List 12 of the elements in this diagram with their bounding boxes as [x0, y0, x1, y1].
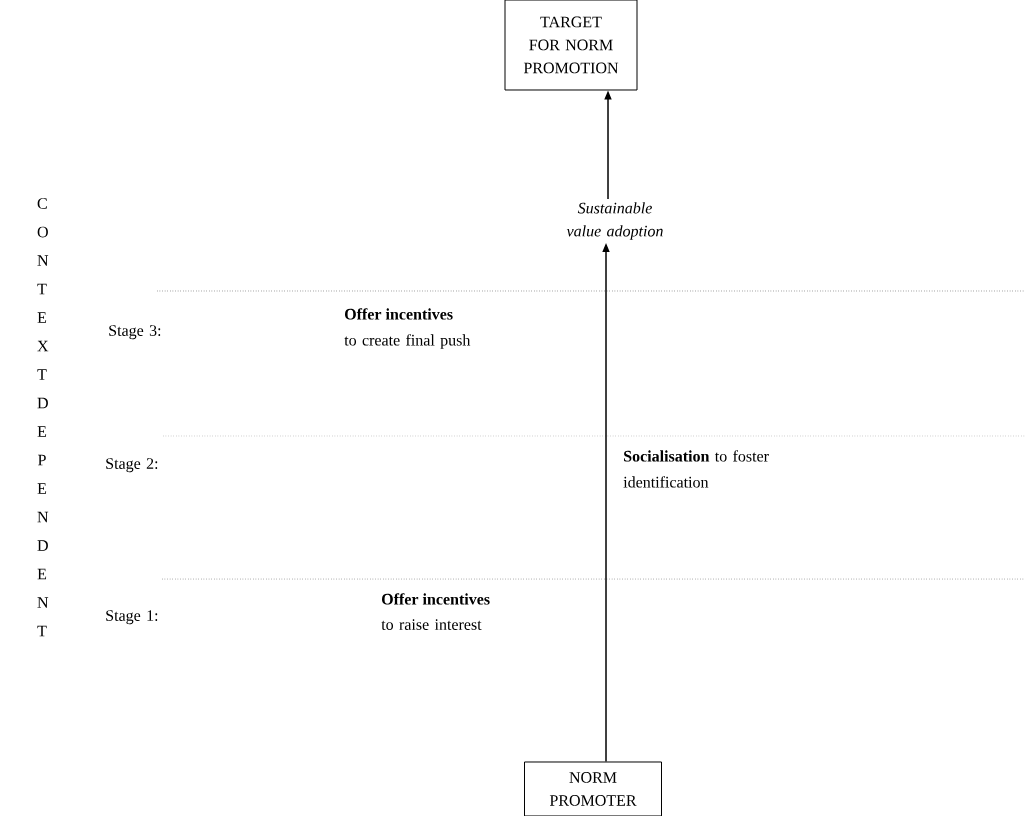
- stage-heading: Offer incentives: [345, 308, 453, 320]
- stage-text: Stage 2:: [106, 458, 158, 473]
- stage-heading: Offer incentives: [382, 593, 490, 605]
- stage-text: to raise interest: [381, 619, 482, 630]
- stage-text: Socialisation to foster identification: [623, 450, 769, 488]
- stage-text: to create final push: [344, 334, 471, 349]
- vertical-label: CONTEXT DEPENDENT: [37, 198, 49, 637]
- stage-text: Stage 1:: [106, 610, 158, 625]
- process-box: TARGET FOR NORM PROMOTION: [504, 0, 638, 91]
- stage-text: Stage 3:: [109, 325, 161, 340]
- outcome-text: Sustainable value adoption: [566, 202, 663, 240]
- process-box: NORM PROMOTER: [524, 761, 662, 816]
